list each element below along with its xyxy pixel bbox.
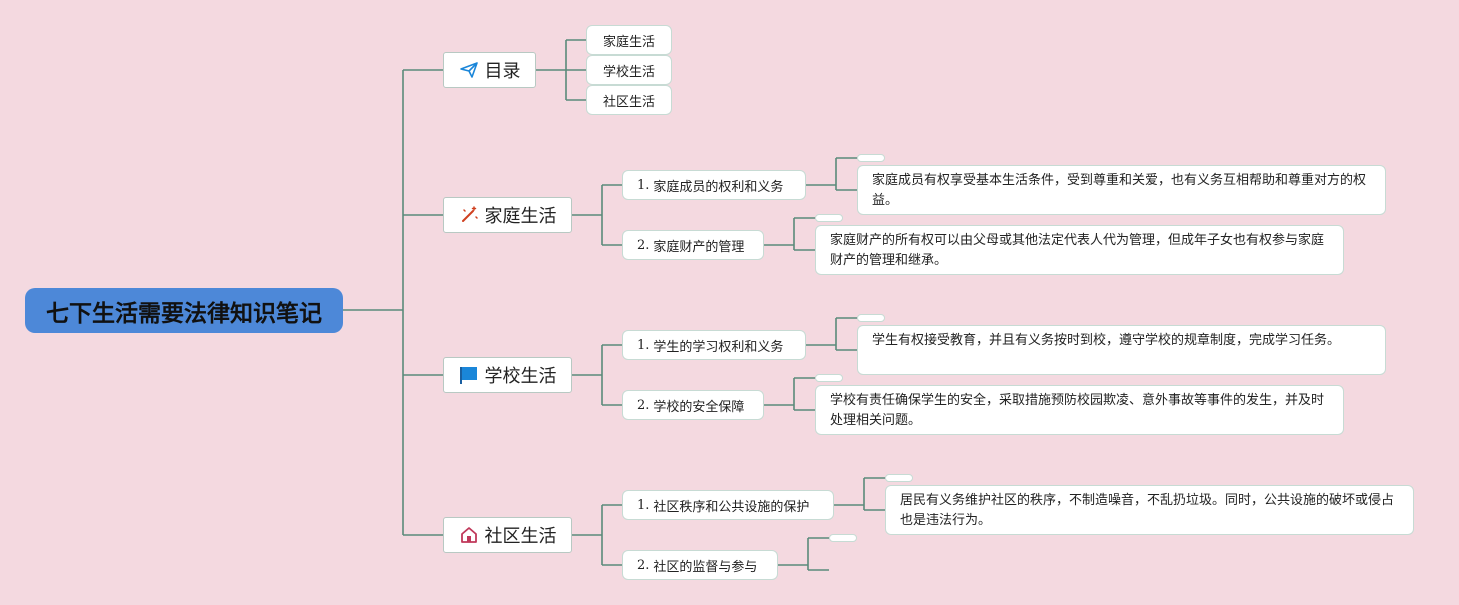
connector-family-subs bbox=[572, 184, 622, 246]
sub-label: 家庭成员的权利和义务 bbox=[653, 179, 784, 195]
school-sub-1[interactable]: 1. 学生的学习权利和义务 bbox=[622, 330, 806, 360]
detail-text: 学校有责任确保学生的安全，采取措施预防校园欺凌、意外事故等事件的发生，并及时处理… bbox=[830, 393, 1325, 428]
home-icon bbox=[459, 525, 479, 545]
toc-item-label: 社区生活 bbox=[602, 94, 655, 110]
branch-school-label: 学校生活 bbox=[484, 366, 557, 387]
toc-item-family[interactable]: 家庭生活 bbox=[586, 25, 672, 55]
detail-text: 家庭财产的所有权可以由父母或其他法定代表人代为管理，但成年子女也有权参与家庭财产… bbox=[830, 233, 1325, 268]
branch-school[interactable]: 学校生活 bbox=[443, 357, 572, 393]
connector-community-detail1 bbox=[834, 477, 885, 511]
branch-toc[interactable]: 目录 bbox=[443, 52, 536, 88]
branch-community-label: 社区生活 bbox=[484, 526, 557, 547]
family-detail-2[interactable]: 家庭财产的所有权可以由父母或其他法定代表人代为管理，但成年子女也有权参与家庭财产… bbox=[815, 225, 1344, 275]
sub-number: 2. bbox=[637, 237, 650, 253]
toc-item-school[interactable]: 学校生活 bbox=[586, 55, 672, 85]
detail-tab bbox=[815, 214, 843, 222]
detail-text: 居民有义务维护社区的秩序，不制造噪音，不乱扔垃圾。同时，公共设施的破坏或侵占也是… bbox=[900, 493, 1395, 528]
magic-wand-icon bbox=[459, 205, 479, 225]
root-title: 七下生活需要法律知识笔记 bbox=[46, 300, 322, 327]
sub-label: 家庭财产的管理 bbox=[653, 239, 745, 255]
school-detail-2[interactable]: 学校有责任确保学生的安全，采取措施预防校园欺凌、意外事故等事件的发生，并及时处理… bbox=[815, 385, 1344, 435]
sub-number: 1. bbox=[637, 337, 650, 353]
sub-label: 学生的学习权利和义务 bbox=[653, 339, 784, 355]
branch-toc-label: 目录 bbox=[484, 61, 521, 82]
branch-community[interactable]: 社区生活 bbox=[443, 517, 572, 553]
sub-number: 1. bbox=[637, 177, 650, 193]
school-detail-1[interactable]: 学生有权接受教育，并且有义务按时到校，遵守学校的规章制度，完成学习任务。 bbox=[857, 325, 1386, 375]
detail-tab bbox=[815, 374, 843, 382]
toc-item-label: 学校生活 bbox=[602, 64, 655, 80]
community-sub-2[interactable]: 2. 社区的监督与参与 bbox=[622, 550, 778, 580]
connector-school-detail1 bbox=[806, 317, 857, 351]
paper-plane-icon bbox=[459, 60, 479, 80]
school-sub-2[interactable]: 2. 学校的安全保障 bbox=[622, 390, 764, 420]
connector-community-detail2 bbox=[778, 537, 829, 571]
sub-label: 社区的监督与参与 bbox=[653, 559, 758, 575]
connector-school-detail2 bbox=[764, 377, 815, 411]
connector-school-subs bbox=[572, 344, 622, 406]
sub-number: 1. bbox=[637, 497, 650, 513]
family-detail-1[interactable]: 家庭成员有权享受基本生活条件，受到尊重和关爱，也有义务互相帮助和尊重对方的权益。 bbox=[857, 165, 1386, 215]
detail-tab bbox=[857, 314, 885, 322]
detail-tab bbox=[857, 154, 885, 162]
sub-number: 2. bbox=[637, 397, 650, 413]
connector-family-detail2 bbox=[764, 217, 815, 251]
connector-family-detail1 bbox=[806, 157, 857, 191]
community-detail-1[interactable]: 居民有义务维护社区的秩序，不制造噪音，不乱扔垃圾。同时，公共设施的破坏或侵占也是… bbox=[885, 485, 1414, 535]
branch-family-label: 家庭生活 bbox=[484, 206, 557, 227]
detail-text: 学生有权接受教育，并且有义务按时到校，遵守学校的规章制度，完成学习任务。 bbox=[872, 333, 1341, 348]
sub-number: 2. bbox=[637, 557, 650, 573]
flag-icon bbox=[459, 365, 479, 385]
root-topic[interactable]: 七下生活需要法律知识笔记 bbox=[25, 288, 343, 333]
detail-text: 家庭成员有权享受基本生活条件，受到尊重和关爱，也有义务互相帮助和尊重对方的权益。 bbox=[872, 173, 1367, 208]
sub-label: 社区秩序和公共设施的保护 bbox=[653, 499, 810, 515]
toc-item-label: 家庭生活 bbox=[602, 34, 655, 50]
connector-toc-items bbox=[536, 39, 586, 101]
toc-item-community[interactable]: 社区生活 bbox=[586, 85, 672, 115]
family-sub-1[interactable]: 1. 家庭成员的权利和义务 bbox=[622, 170, 806, 200]
sub-label: 学校的安全保障 bbox=[653, 399, 745, 415]
detail-tab bbox=[829, 534, 857, 542]
connector-community-subs bbox=[572, 504, 622, 566]
branch-family[interactable]: 家庭生活 bbox=[443, 197, 572, 233]
community-sub-1[interactable]: 1. 社区秩序和公共设施的保护 bbox=[622, 490, 834, 520]
detail-tab bbox=[885, 474, 913, 482]
family-sub-2[interactable]: 2. 家庭财产的管理 bbox=[622, 230, 764, 260]
